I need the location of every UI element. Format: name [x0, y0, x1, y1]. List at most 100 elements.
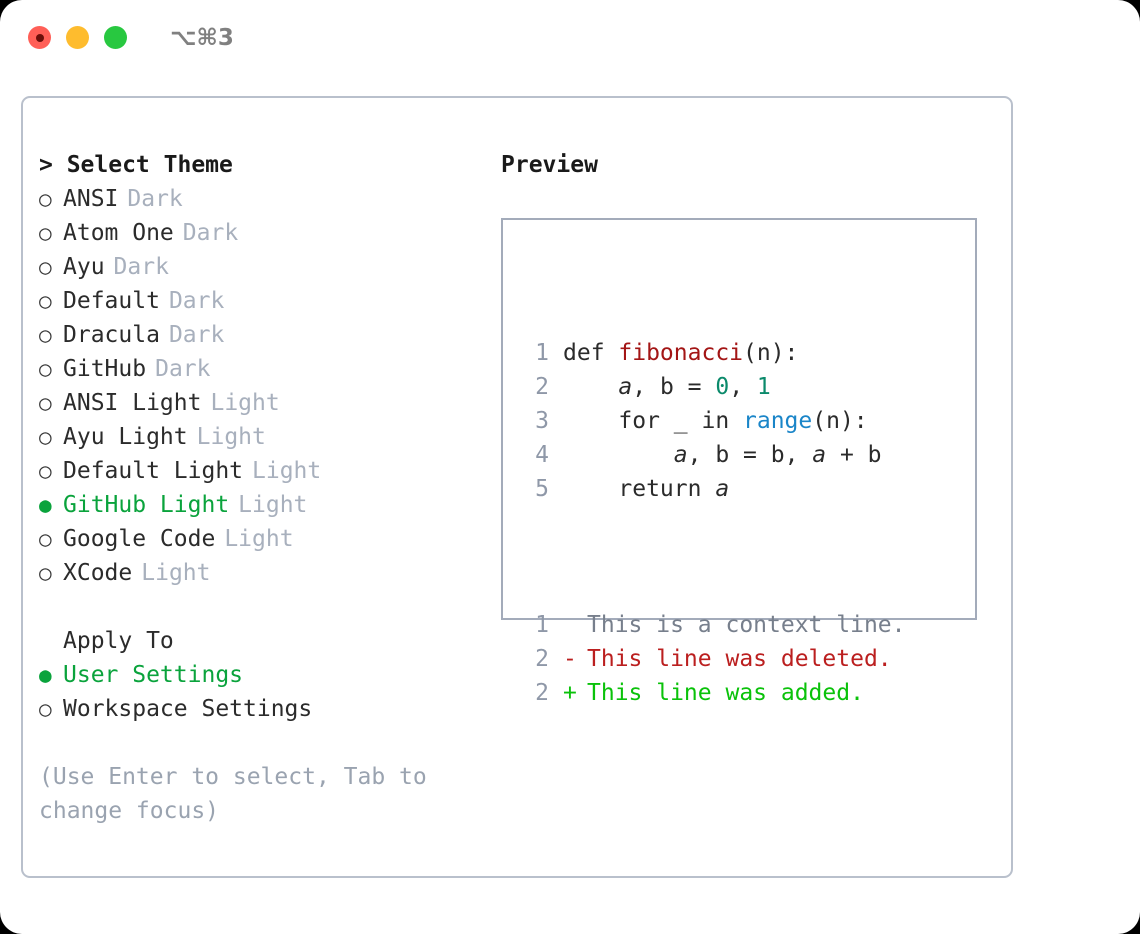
theme-list-item[interactable]: ● GitHub Light Light — [39, 488, 499, 522]
code-token-num: 0 — [715, 374, 730, 400]
line-number: 1 — [535, 612, 549, 638]
code-line: 4 a, b = b, a + b — [521, 438, 906, 472]
theme-name: GitHub Light — [63, 492, 230, 518]
theme-list-item[interactable]: ○ Ayu Light Light — [39, 420, 499, 454]
theme-name: GitHub — [63, 356, 147, 382]
theme-name: Default Light — [63, 458, 244, 484]
theme-variant-tag: Dark — [168, 288, 225, 314]
theme-name: Ayu — [63, 254, 105, 280]
diff-sign: - — [563, 646, 577, 672]
code-text: return a — [563, 472, 729, 506]
theme-name: Dracula — [63, 322, 160, 348]
theme-list-item[interactable]: ○ Atom One Dark — [39, 216, 499, 250]
code-token-var: a — [618, 374, 633, 400]
code-token-var: a — [812, 442, 827, 468]
traffic-lights — [28, 26, 127, 49]
close-icon[interactable] — [28, 26, 51, 49]
preview-header: Preview — [501, 152, 598, 178]
code-token-plain: def — [563, 340, 619, 366]
diff-text: This line was deleted. — [587, 646, 892, 672]
code-token-call: range — [743, 408, 813, 434]
diff-line-add: 2 + This line was added. — [521, 676, 906, 710]
code-text: a, b = 0, 1 — [563, 370, 770, 404]
radio-unselected-icon[interactable]: ○ — [39, 187, 52, 211]
line-number: 5 — [535, 476, 549, 502]
radio-selected-icon[interactable]: ● — [39, 663, 52, 687]
theme-list-item[interactable]: ○ ANSI Light Light — [39, 386, 499, 420]
theme-variant-tag: Dark — [155, 356, 211, 382]
apply-to-option[interactable]: ○ Workspace Settings — [39, 692, 499, 726]
theme-list-item[interactable]: ○ Dracula Dark — [39, 318, 499, 352]
apply-to-list[interactable]: ●User Settings ○ Workspace Settings — [39, 658, 499, 726]
code-token-var: a — [715, 476, 730, 502]
code-token-plain: , b = — [632, 374, 716, 400]
keyboard-shortcut-label: ⌥⌘3 — [170, 25, 234, 51]
theme-variant-tag: Light — [252, 458, 322, 484]
theme-name: Google Code — [63, 526, 216, 552]
theme-variant-tag: Light — [141, 560, 211, 586]
code-token-plain: (n): — [812, 408, 868, 434]
line-number: 2 — [535, 680, 549, 706]
radio-unselected-icon[interactable]: ○ — [39, 527, 52, 551]
code-line: 2 a, b = 0, 1 — [521, 370, 906, 404]
theme-variant-tag: Dark — [127, 186, 183, 212]
keyboard-hint-text: (Use Enter to select, Tab to change focu… — [39, 764, 427, 824]
code-token-plain — [563, 442, 674, 468]
theme-name: ANSI Light — [63, 390, 202, 416]
radio-selected-icon[interactable]: ● — [39, 493, 52, 517]
code-line: 5 return a — [521, 472, 906, 506]
theme-name: XCode — [63, 560, 133, 586]
theme-variant-tag: Dark — [168, 322, 225, 348]
radio-unselected-icon[interactable]: ○ — [39, 391, 52, 415]
theme-variant-tag: Light — [210, 390, 280, 416]
radio-unselected-icon[interactable]: ○ — [39, 323, 52, 347]
diff-sign: + — [563, 680, 577, 706]
minimize-icon[interactable] — [66, 26, 89, 49]
radio-unselected-icon[interactable]: ○ — [39, 459, 52, 483]
code-token-plain: , — [729, 374, 757, 400]
radio-unselected-icon[interactable]: ○ — [39, 289, 52, 313]
radio-unselected-icon[interactable]: ○ — [39, 357, 52, 381]
radio-unselected-icon[interactable]: ○ — [39, 221, 52, 245]
theme-variant-tag: Light — [196, 424, 266, 450]
theme-list-item[interactable]: ○ XCode Light — [39, 556, 499, 590]
radio-unselected-icon[interactable]: ○ — [39, 697, 52, 721]
diff-line-del: 2-This line was deleted. — [521, 642, 906, 676]
theme-variant-tag: Dark — [182, 220, 239, 246]
diff-block: 1 This is a context line. 2-This line was… — [521, 608, 906, 710]
theme-list-item[interactable]: ○ GitHub Dark — [39, 352, 499, 386]
radio-unselected-icon[interactable]: ○ — [39, 561, 52, 585]
theme-name: Atom One — [63, 220, 174, 246]
theme-list-item[interactable]: ○ Default Light Light — [39, 454, 499, 488]
apply-to-label: Workspace Settings — [63, 696, 313, 722]
line-number: 2 — [535, 374, 549, 400]
radio-unselected-icon[interactable]: ○ — [39, 425, 52, 449]
code-token-plain: return — [563, 476, 716, 502]
theme-list-item[interactable]: ○ Default Dark — [39, 284, 499, 318]
line-number: 2 — [535, 646, 549, 672]
line-number: 3 — [535, 408, 549, 434]
code-token-var: a — [673, 442, 688, 468]
diff-text: This is a context line. — [587, 612, 906, 638]
code-token-plain: , b = b, — [687, 442, 813, 468]
apply-to-option[interactable]: ●User Settings — [39, 658, 499, 692]
line-number: 1 — [535, 340, 549, 366]
radio-unselected-icon[interactable]: ○ — [39, 255, 52, 279]
diff-sign — [563, 608, 587, 642]
diff-text: This line was added. — [587, 680, 864, 706]
theme-variant-tag: Light — [238, 492, 308, 518]
theme-name: Ayu Light — [63, 424, 188, 450]
theme-name: Default — [63, 288, 160, 314]
maximize-icon[interactable] — [104, 26, 127, 49]
